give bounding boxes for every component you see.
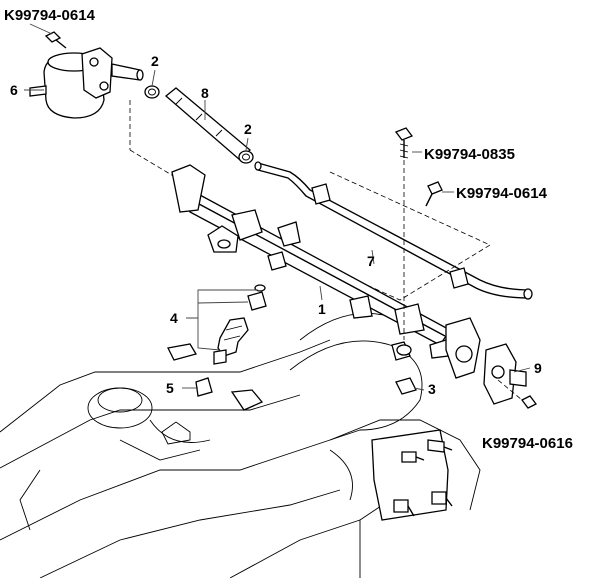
- engine-head-outline: [0, 312, 481, 578]
- part-number-label-bolt-0835: K99794-0835: [424, 146, 515, 163]
- callout-1: 1: [318, 301, 326, 317]
- fuel-rail: [171, 164, 481, 379]
- callout-7: 7: [367, 253, 375, 269]
- hose-clamp-lower: [238, 150, 254, 164]
- callout-8: 8: [201, 85, 209, 101]
- bolt-top-left: [29, 23, 67, 49]
- fuel-hose: [164, 87, 251, 161]
- hose-clamp-upper: [144, 85, 160, 99]
- part-number-label-bolt-0614: K99794-0614: [456, 185, 548, 202]
- callout-2-upper: 2: [151, 53, 159, 69]
- callout-leaders: [24, 69, 531, 391]
- callout-4: 4: [170, 310, 178, 326]
- callout-2-lower: 2: [244, 121, 252, 137]
- mounting-bracket: [483, 343, 537, 409]
- pressure-regulator: [29, 47, 144, 119]
- part-number-label-bolt-0616: K99794-0616: [482, 435, 573, 452]
- bolt-0835: [394, 127, 414, 340]
- callout-6: 6: [10, 82, 18, 98]
- callout-9: 9: [534, 360, 542, 376]
- callout-3: 3: [428, 381, 436, 397]
- bolt-0614-right: [425, 181, 443, 207]
- fuel-return-tube: [254, 161, 533, 300]
- manifold-studs: [371, 429, 453, 521]
- injector-assembly: [167, 284, 267, 411]
- insulator-seal: [395, 344, 417, 395]
- part-number-label-top-left: K99794-0614: [4, 7, 96, 24]
- callout-5: 5: [166, 380, 174, 396]
